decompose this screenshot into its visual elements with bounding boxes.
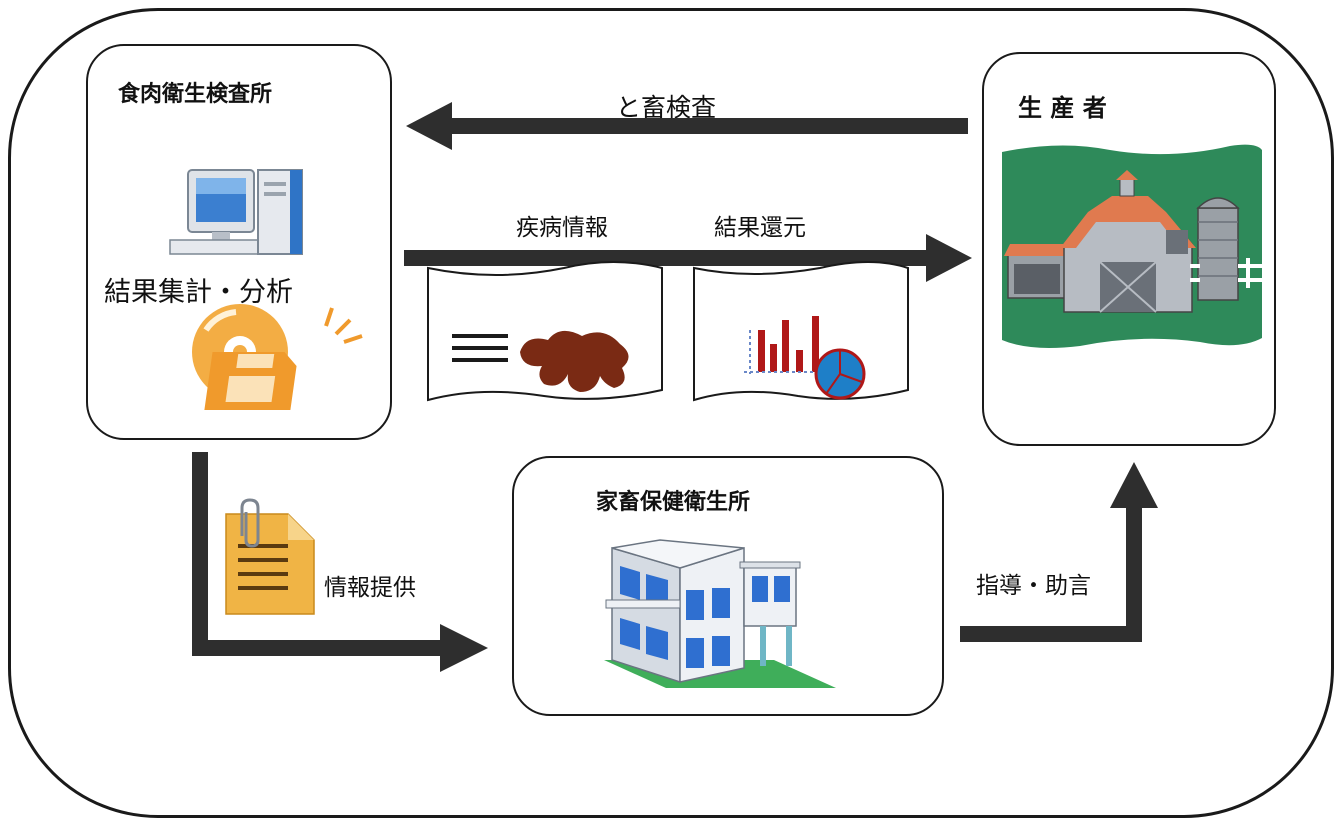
inspection-center-title: 食肉衛生検査所 <box>118 82 273 107</box>
slaughter-inspection-label: と畜検査 <box>616 93 717 122</box>
result-return-label: 結果還元 <box>714 215 806 241</box>
disease-info-label: 疾病情報 <box>516 215 608 241</box>
guidance-label: 指導・助言 <box>976 573 1091 599</box>
livestock-center-title: 家畜保健衛生所 <box>596 490 751 515</box>
info-provision-label: 情報提供 <box>324 575 416 601</box>
result-doc-label: ○○さんの結果 <box>712 296 854 320</box>
producer-title: 生 産 者 <box>1018 94 1107 122</box>
disease-doc-label: ○○病について <box>448 296 590 320</box>
analysis-label: 結果集計・分析 <box>104 277 293 308</box>
